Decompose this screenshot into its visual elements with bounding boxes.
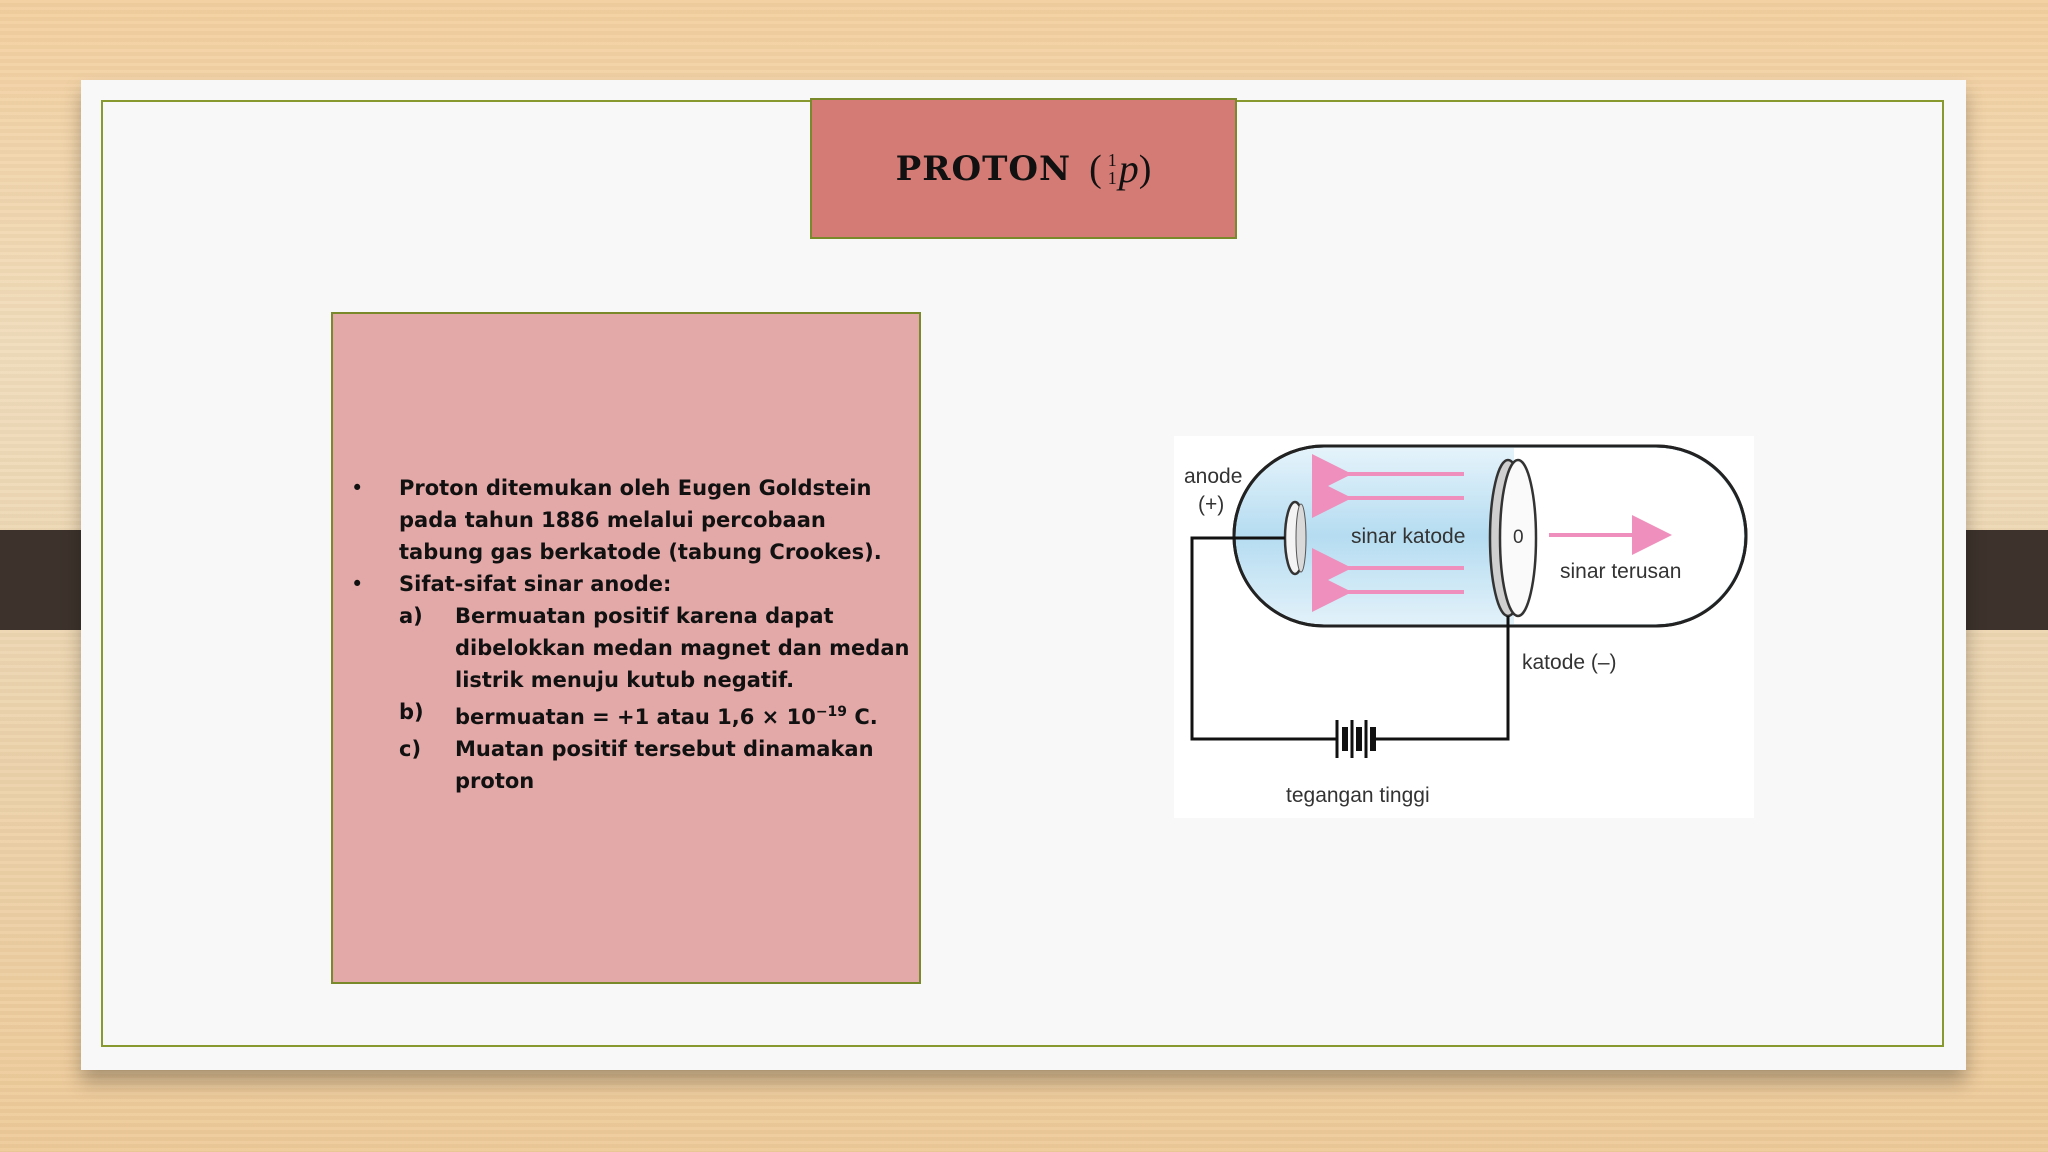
battery-icon: [1324, 720, 1380, 758]
content-box: • Proton ditemukan oleh Eugen Goldstein …: [331, 312, 921, 984]
sub-text: Muatan positif tersebut dinamakan proton: [455, 737, 874, 793]
nuclide-symbol: p: [1118, 146, 1139, 191]
slide-title: PROTON: [895, 148, 1072, 189]
cathode-wire: [1380, 616, 1510, 741]
charge-text: bermuatan = +1 atau 1,6 × 10: [455, 705, 816, 729]
crookes-tube-diagram: anode (+) sinar katode 0 sinar terusan k…: [1174, 436, 1754, 818]
sub-item: b) bermuatan = +1 atau 1,6 × 10−19 C.: [399, 696, 911, 733]
bullet-icon: •: [351, 572, 364, 596]
bullet-item: • Proton ditemukan oleh Eugen Goldstein …: [351, 472, 911, 568]
charge-exponent: −19: [815, 704, 848, 720]
cathode-label: katode (–): [1522, 651, 1617, 674]
tube-outline: [1232, 444, 1748, 628]
sub-item: c) Muatan positif tersebut dinamakan pro…: [399, 733, 911, 797]
anode-disc-edge: [1295, 503, 1307, 573]
canal-ray-label: sinar terusan: [1560, 560, 1681, 583]
anode-label: anode: [1184, 465, 1242, 488]
zero-label: 0: [1513, 527, 1524, 548]
anode-sign-label: (+): [1198, 493, 1224, 516]
nuclide-notation: ( 1 1 p ): [1089, 145, 1151, 192]
close-paren: ): [1138, 147, 1152, 190]
atomic-number: 1: [1107, 167, 1117, 188]
bullet-text: Sifat-sifat sinar anode:: [399, 572, 672, 596]
title-box: PROTON ( 1 1 p ): [810, 98, 1237, 239]
sub-marker: a): [399, 604, 423, 628]
nuclide-scripts: 1 1: [1108, 151, 1117, 187]
voltage-label: tegangan tinggi: [1286, 784, 1430, 807]
anode-wire: [1190, 536, 1324, 741]
sub-text: bermuatan = +1 atau 1,6 × 10−19 C.: [455, 696, 878, 733]
bullet-text: Proton ditemukan oleh Eugen Goldstein pa…: [399, 476, 882, 564]
sub-item: a) Bermuatan positif karena dapat dibelo…: [399, 600, 911, 696]
bullet-icon: •: [351, 476, 364, 500]
sub-marker: b): [399, 700, 424, 724]
open-paren: (: [1089, 147, 1102, 190]
bullet-item: • Sifat-sifat sinar anode:: [351, 568, 911, 600]
cathode-disc: [1498, 458, 1538, 618]
sub-text: Bermuatan positif karena dapat dibelokka…: [455, 604, 910, 692]
diagram-svg: anode (+) sinar katode 0 sinar terusan k…: [1184, 444, 1748, 807]
charge-unit: C.: [847, 705, 878, 729]
cathode-ray-label: sinar katode: [1351, 525, 1465, 548]
mass-number: 1: [1107, 149, 1117, 170]
sub-marker: c): [399, 737, 422, 761]
content-list: • Proton ditemukan oleh Eugen Goldstein …: [351, 472, 911, 797]
